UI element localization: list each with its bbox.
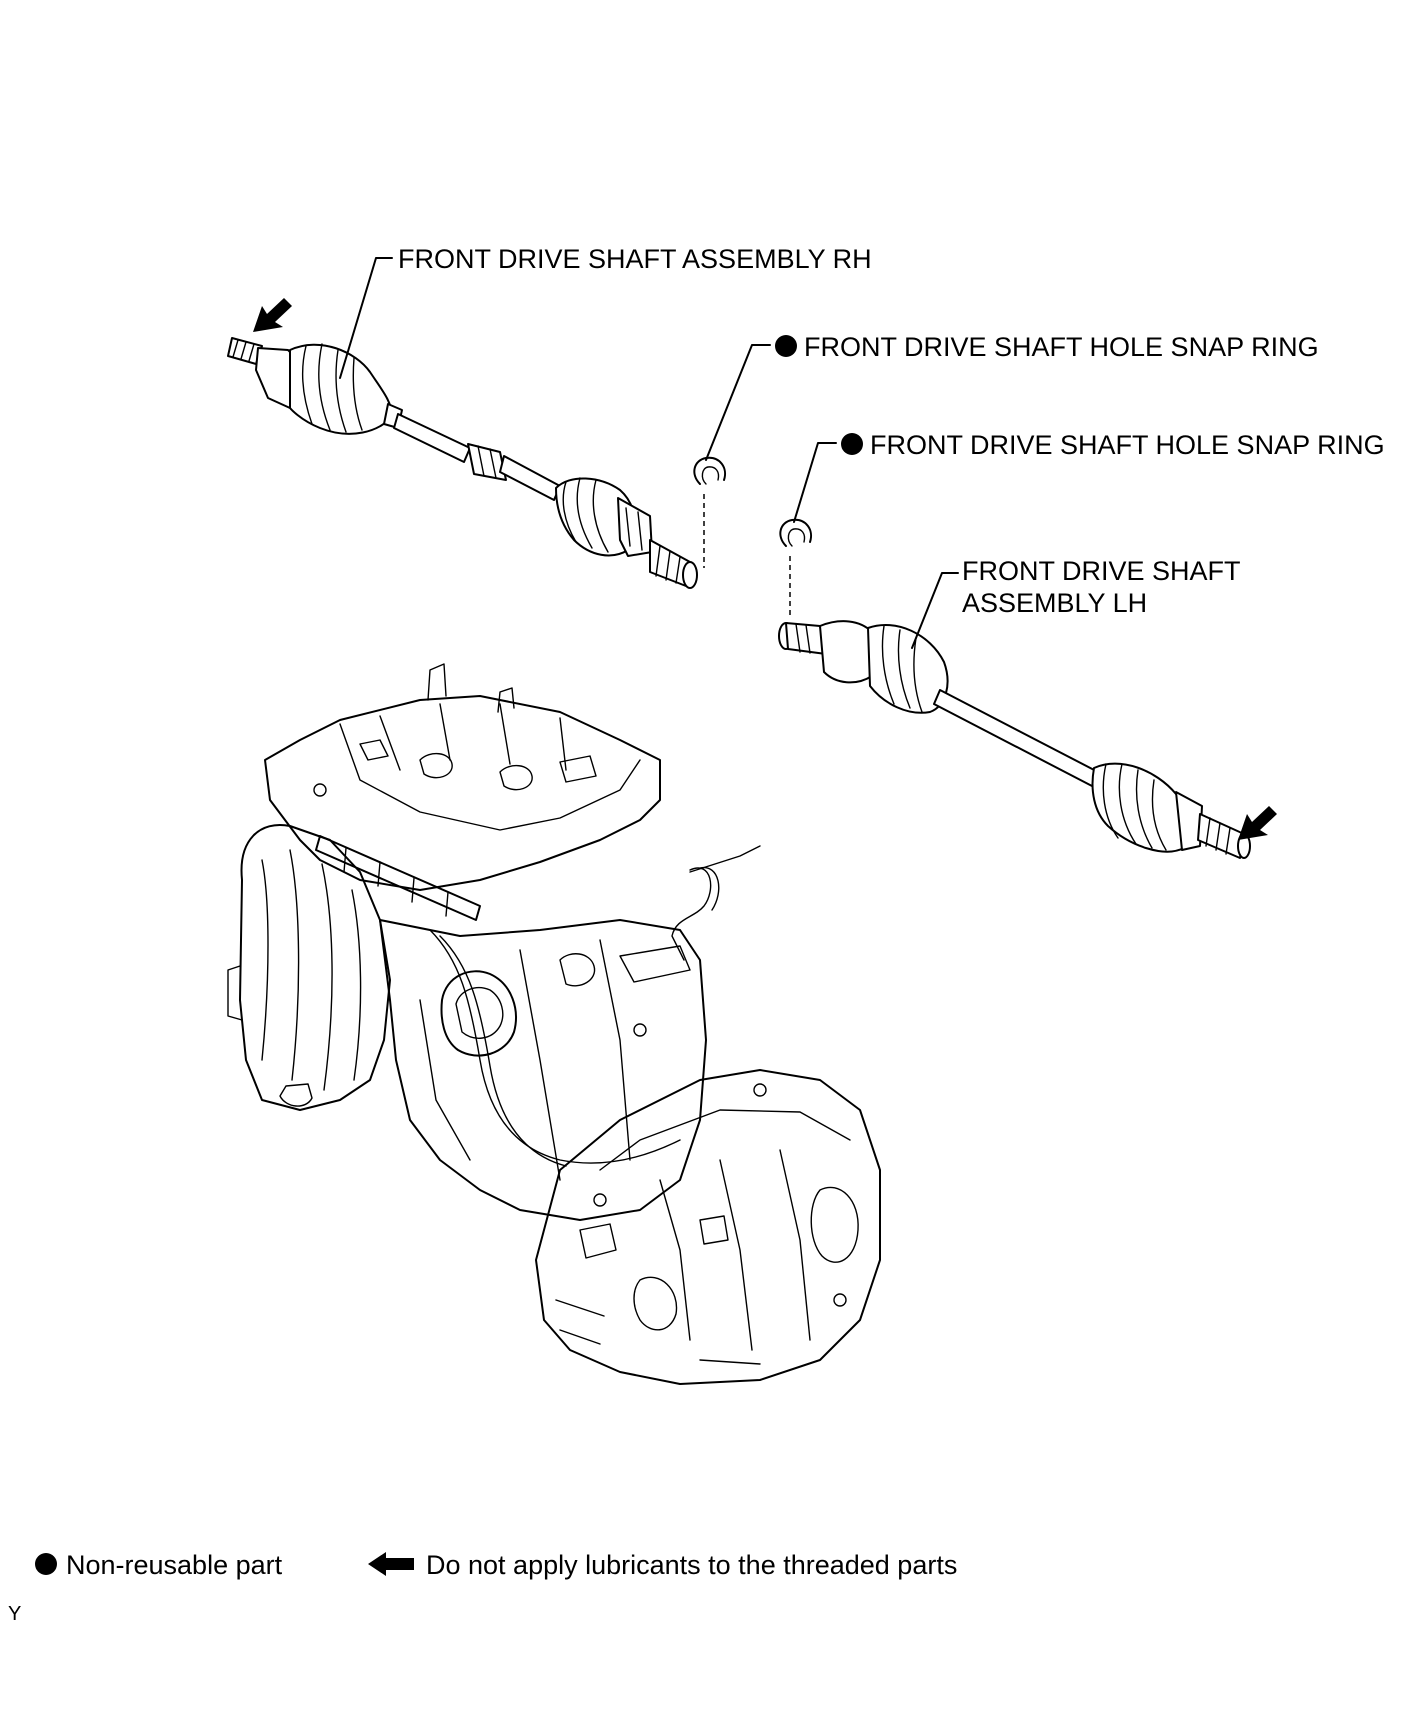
filled-circle-icon bbox=[775, 335, 797, 357]
label-snap-ring-2: FRONT DRIVE SHAFT HOLE SNAP RING bbox=[870, 430, 1385, 460]
rh-drive-shaft bbox=[227, 337, 698, 589]
filled-circle-icon bbox=[841, 433, 863, 455]
left-arrow-icon bbox=[253, 298, 292, 332]
label-lh-shaft-line1: FRONT DRIVE SHAFT bbox=[962, 556, 1241, 586]
left-arrow-icon bbox=[1238, 806, 1277, 840]
callout-lh-shaft: FRONT DRIVE SHAFT ASSEMBLY LH bbox=[962, 556, 1241, 618]
callout-rh-shaft: FRONT DRIVE SHAFT ASSEMBLY RH bbox=[398, 244, 872, 274]
snap-ring-1 bbox=[693, 456, 726, 568]
label-snap-ring-1: FRONT DRIVE SHAFT HOLE SNAP RING bbox=[804, 332, 1319, 362]
snap-ring-2 bbox=[779, 518, 812, 616]
legend: Non-reusable part Do not apply lubricant… bbox=[35, 1550, 957, 1580]
legend-no-lubricant: Do not apply lubricants to the threaded … bbox=[426, 1550, 957, 1580]
leader-lines bbox=[339, 257, 959, 649]
callout-snap-ring-1: FRONT DRIVE SHAFT HOLE SNAP RING bbox=[775, 332, 1319, 362]
engine-transaxle-assembly bbox=[227, 663, 881, 1385]
no-lubricant-arrow-rh bbox=[253, 298, 292, 332]
callout-snap-ring-2: FRONT DRIVE SHAFT HOLE SNAP RING bbox=[841, 430, 1385, 460]
filled-circle-icon bbox=[35, 1553, 57, 1575]
lh-drive-shaft bbox=[778, 620, 1251, 859]
label-rh-shaft: FRONT DRIVE SHAFT ASSEMBLY RH bbox=[398, 244, 872, 274]
label-lh-shaft-line2: ASSEMBLY LH bbox=[962, 588, 1147, 618]
left-arrow-icon bbox=[368, 1552, 414, 1576]
no-lubricant-arrow-lh bbox=[1238, 806, 1277, 840]
legend-non-reusable: Non-reusable part bbox=[66, 1550, 283, 1580]
corner-mark: Y bbox=[8, 1603, 21, 1625]
